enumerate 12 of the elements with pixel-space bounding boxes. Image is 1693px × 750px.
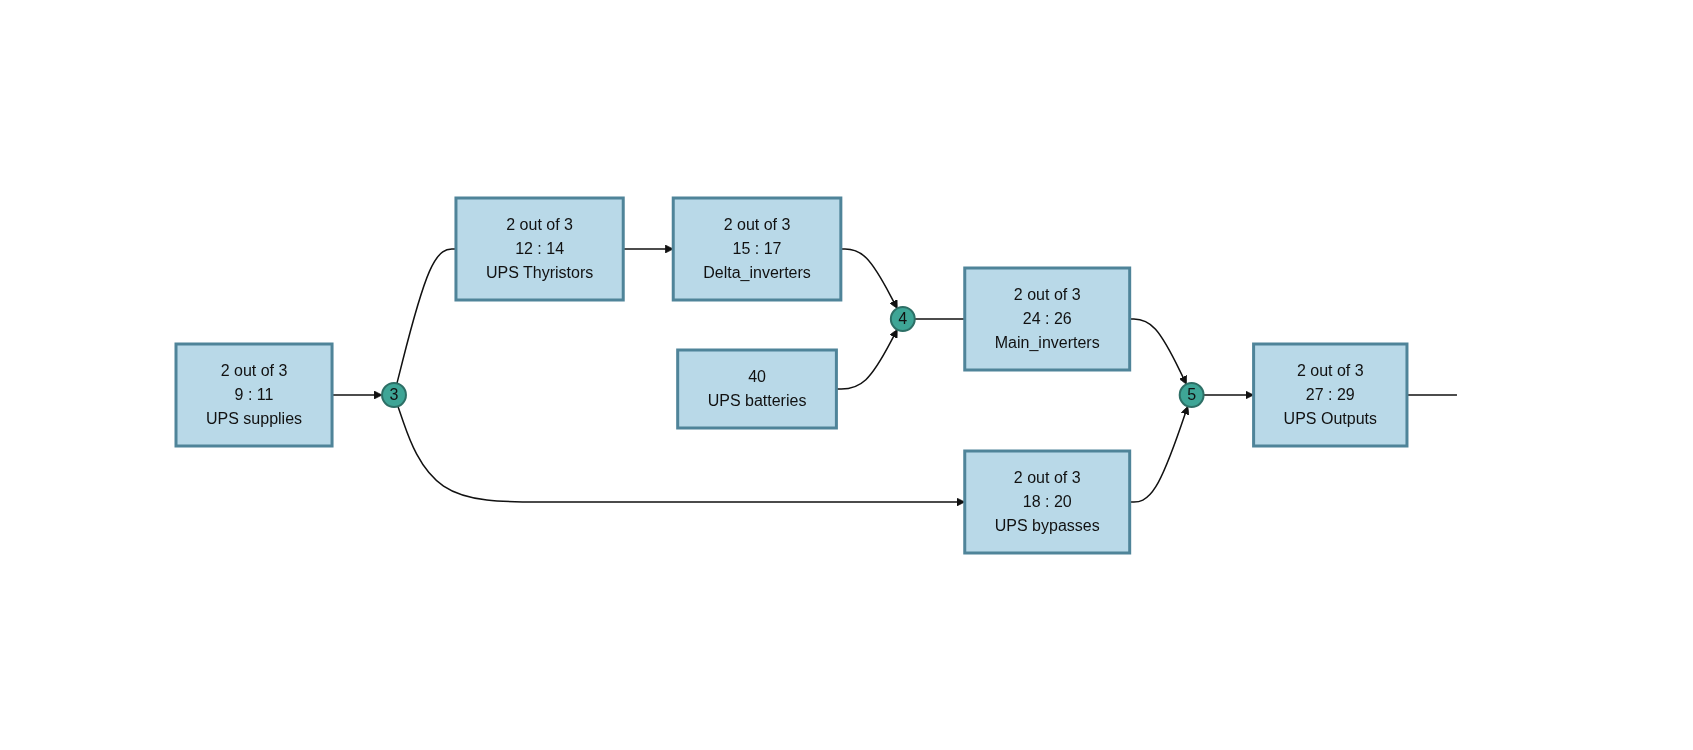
node-circle: 4	[889, 305, 916, 332]
node-box: 2 out of 3 12 : 14 UPS Thyristors	[454, 196, 625, 301]
connector	[1406, 393, 1458, 396]
arrow	[840, 247, 898, 309]
node-box: 2 out of 3 9 : 11 UPS supplies	[174, 342, 334, 447]
node-box: 2 out of 3 15 : 17 Delta_inverters	[671, 196, 843, 301]
node-circle: 3	[381, 381, 407, 408]
node-circle: 5	[1178, 381, 1205, 408]
node-box: 2 out of 3 27 : 29 UPS Outputs	[1252, 342, 1409, 447]
node-box: 2 out of 3 24 : 26 Main_inverters	[963, 266, 1132, 371]
node-box: 40 UPS batteries	[676, 348, 838, 429]
node-box: 2 out of 3 18 : 20 UPS bypasses	[963, 449, 1132, 554]
